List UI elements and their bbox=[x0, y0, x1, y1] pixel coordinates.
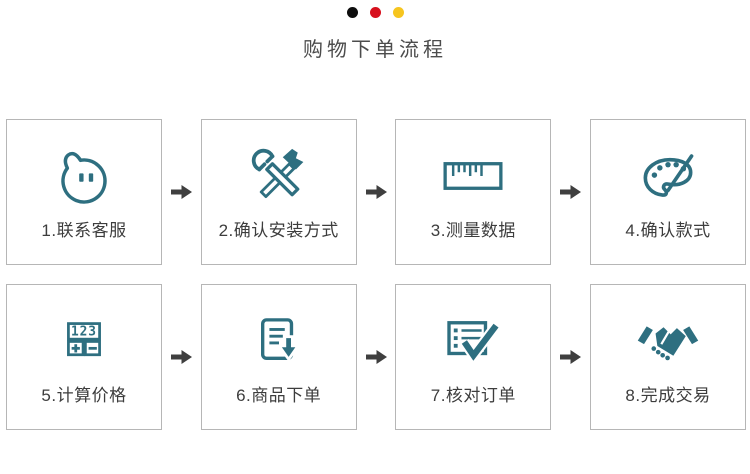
right-arrow-icon bbox=[560, 349, 582, 364]
step-8-label: 8.完成交易 bbox=[625, 386, 711, 405]
right-arrow-icon bbox=[170, 349, 192, 364]
calculator-display: 123 bbox=[71, 325, 97, 340]
arrow-3 bbox=[551, 184, 590, 200]
step-7-verify-order: 7.核对订单 bbox=[395, 284, 552, 430]
step-5-label: 5.计算价格 bbox=[41, 386, 127, 405]
right-arrow-icon bbox=[365, 349, 387, 364]
right-arrow-icon bbox=[560, 184, 582, 199]
wrench-hammer-icon bbox=[249, 144, 309, 208]
arrow-4 bbox=[162, 349, 201, 365]
arrow-5 bbox=[357, 349, 396, 365]
arrow-2 bbox=[357, 184, 396, 200]
calculator-icon: 123 bbox=[62, 309, 106, 373]
arrow-6 bbox=[551, 349, 590, 365]
right-arrow-icon bbox=[365, 184, 387, 199]
step-4-confirm-style: 4.确认款式 bbox=[590, 119, 747, 265]
step-7-label: 7.核对订单 bbox=[430, 386, 516, 405]
step-1-contact-service: 1.联系客服 bbox=[6, 119, 162, 265]
ruler-icon bbox=[442, 144, 504, 208]
palette-icon bbox=[639, 144, 697, 208]
step-6-place-order: 6.商品下单 bbox=[200, 284, 357, 430]
step-2-confirm-installation: 2.确认安装方式 bbox=[200, 119, 357, 265]
step-5-calculate-price: 123 5.计算价格 bbox=[6, 284, 162, 430]
flow-row-1: 1.联系客服 2.确认安装方式 bbox=[0, 119, 750, 265]
step-3-measure-data: 3.测量数据 bbox=[395, 119, 552, 265]
order-document-icon bbox=[255, 309, 303, 373]
gold-dot-icon bbox=[392, 7, 404, 18]
decorative-dots bbox=[0, 0, 750, 18]
red-dot-icon bbox=[369, 7, 381, 18]
checklist-icon bbox=[445, 309, 501, 373]
step-8-complete-transaction: 8.完成交易 bbox=[590, 284, 747, 430]
chat-bubble-icon bbox=[56, 144, 112, 208]
step-6-label: 6.商品下单 bbox=[236, 386, 322, 405]
right-arrow-icon bbox=[170, 184, 192, 199]
step-4-label: 4.确认款式 bbox=[625, 221, 711, 240]
step-3-label: 3.测量数据 bbox=[430, 221, 516, 240]
black-dot-icon bbox=[346, 7, 358, 18]
handshake-icon bbox=[636, 309, 700, 373]
flow-row-2: 123 5.计算价格 bbox=[0, 284, 750, 430]
page-title: 购物下单流程 bbox=[303, 39, 447, 61]
arrow-1 bbox=[162, 184, 201, 200]
step-2-label: 2.确认安装方式 bbox=[218, 221, 339, 240]
step-1-label: 1.联系客服 bbox=[41, 221, 127, 240]
